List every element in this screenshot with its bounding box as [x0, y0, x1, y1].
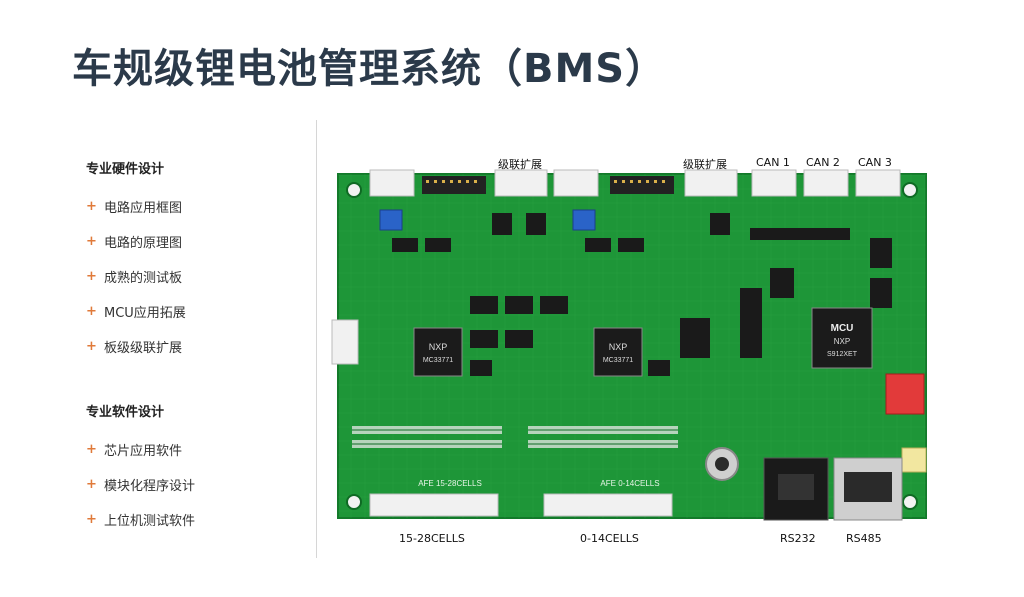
hardware-item-label: 电路应用框图 [104, 201, 183, 216]
afe-chip-1: NXP MC33771 [413, 327, 463, 377]
chip2-model: MC33771 [603, 357, 633, 364]
vertical-divider [316, 120, 317, 558]
software-item-label: 模块化程序设计 [104, 479, 196, 494]
hardware-heading: 专业硬件设计 [86, 162, 165, 177]
software-section: 专业软件设计 + 芯片应用软件 + 模块化程序设计 + 上位机测试软件 [86, 401, 306, 537]
software-item-label: 上位机测试软件 [104, 514, 196, 529]
can2-label: CAN 2 [806, 156, 840, 169]
can1-label: CAN 1 [756, 156, 790, 169]
chip2-brand: NXP [609, 342, 628, 352]
plus-icon: + [86, 442, 97, 457]
mcu-chip: MCU NXP S912XET [811, 307, 873, 369]
hardware-item-label: 电路的原理图 [104, 236, 183, 251]
hardware-item: + MCU应用拓展 [86, 294, 306, 329]
page-title: 车规级锂电池管理系统（BMS） [72, 46, 667, 92]
hardware-item: + 成熟的测试板 [86, 259, 306, 294]
plus-icon: + [86, 269, 97, 284]
mcu-model: S912XET [827, 351, 858, 358]
software-item: + 模块化程序设计 [86, 467, 306, 502]
top-connectors [369, 169, 901, 197]
software-item: + 芯片应用软件 [86, 432, 306, 467]
rs232-label: RS232 [780, 532, 816, 545]
hardware-item-label: MCU应用拓展 [104, 306, 186, 321]
chip1-brand: NXP [429, 342, 448, 352]
plus-icon: + [86, 477, 97, 492]
hardware-item: + 电路的原理图 [86, 224, 306, 259]
hardware-section: 专业硬件设计 +电路应用框图 +电路的原理图 +成熟的测试板 +MCU应用拓展 … [86, 158, 306, 364]
rs485-label: RS485 [846, 532, 882, 545]
cascade-label-1: 级联扩展 [498, 158, 542, 171]
software-heading: 专业软件设计 [86, 405, 165, 420]
mcu-brand: NXP [834, 337, 850, 346]
hardware-item-label: 板级级联扩展 [104, 341, 183, 356]
mcu-label: MCU [831, 323, 854, 334]
cells-connector-15-28 [369, 493, 499, 517]
cascade-label-2: 级联扩展 [683, 158, 727, 171]
plus-icon: + [86, 512, 97, 527]
pcb-silk-left: AFE 15-28CELLS [418, 479, 482, 488]
bms-pcb-image: NXP MC33771 NXP MC33771 MCU NXP S912XET … [331, 169, 927, 521]
software-item: + 上位机测试软件 [86, 502, 306, 537]
plus-icon: + [86, 339, 97, 354]
plus-icon: + [86, 199, 97, 214]
pcb-silk-right: AFE 0-14CELLS [600, 479, 659, 488]
can3-label: CAN 3 [858, 156, 892, 169]
cells-0-14-label: 0-14CELLS [580, 532, 639, 545]
hardware-item: + 电路应用框图 [86, 189, 306, 224]
cells-connector-0-14 [543, 493, 673, 517]
cells-15-28-label: 15-28CELLS [399, 532, 465, 545]
software-item-label: 芯片应用软件 [104, 444, 183, 459]
plus-icon: + [86, 234, 97, 249]
afe-chip-2: NXP MC33771 [593, 327, 643, 377]
hardware-item-label: 成熟的测试板 [104, 271, 183, 286]
hardware-item: + 板级级联扩展 [86, 329, 306, 364]
chip1-model: MC33771 [423, 357, 453, 364]
plus-icon: + [86, 304, 97, 319]
